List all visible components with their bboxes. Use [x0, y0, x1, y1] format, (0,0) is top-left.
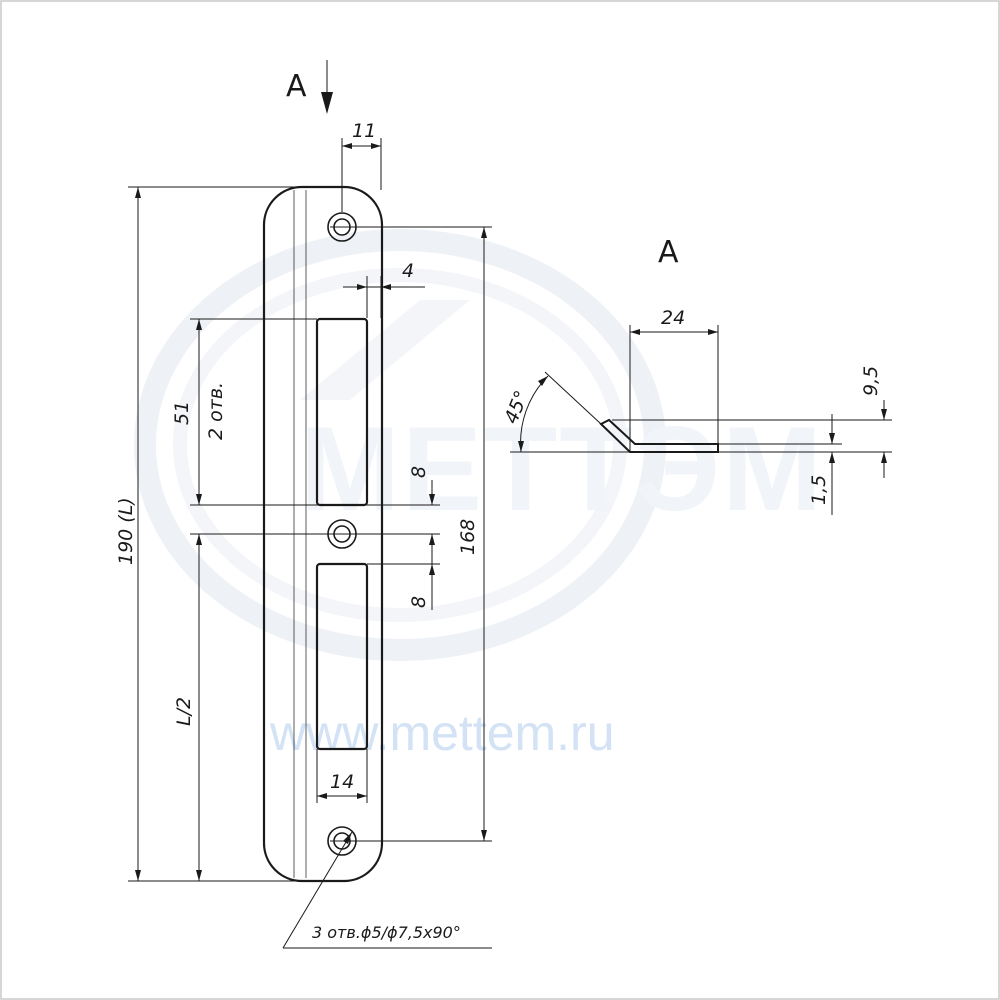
dim-half-text: L/2	[173, 697, 195, 726]
holes-leader	[282, 831, 353, 949]
watermark: МЕТТЭМ www.mettem.ru	[134, 229, 824, 761]
watermark-logo: МЕТТЭМ	[300, 402, 824, 536]
watermark-ring-inner	[173, 268, 627, 622]
watermark-swoosh	[300, 300, 470, 400]
dim-8-top-text: 8	[408, 466, 430, 478]
dim-24-text: 24	[661, 307, 685, 329]
dim-168-text: 168	[457, 519, 479, 555]
watermark-url: www.mettem.ru	[269, 705, 615, 761]
holes-note-text: 3 отв.ϕ5/ϕ7,5x90°	[312, 923, 461, 942]
slot-bottom	[315, 562, 369, 751]
dim-thick-text: 1,5	[808, 475, 830, 505]
dim-height-text: 9,5	[860, 366, 882, 396]
dim-190-text: 190 (L)	[115, 497, 137, 565]
angle-ext-line	[544, 371, 602, 425]
view-arrow-label: A	[286, 69, 307, 104]
dim-14-text: 14	[330, 771, 354, 793]
front-view: A 11 4 51 2 отв. 8 8	[115, 60, 492, 949]
dim-4-text: 4	[402, 260, 414, 282]
dim-51-text: 51	[171, 401, 193, 425]
dim-slot-holes-text: 2 отв.	[205, 382, 227, 440]
dim-11-text: 11	[352, 120, 376, 142]
view-arrow-head	[321, 92, 333, 114]
section-label: A	[658, 235, 679, 270]
dim-8-bottom-text: 8	[408, 596, 430, 608]
